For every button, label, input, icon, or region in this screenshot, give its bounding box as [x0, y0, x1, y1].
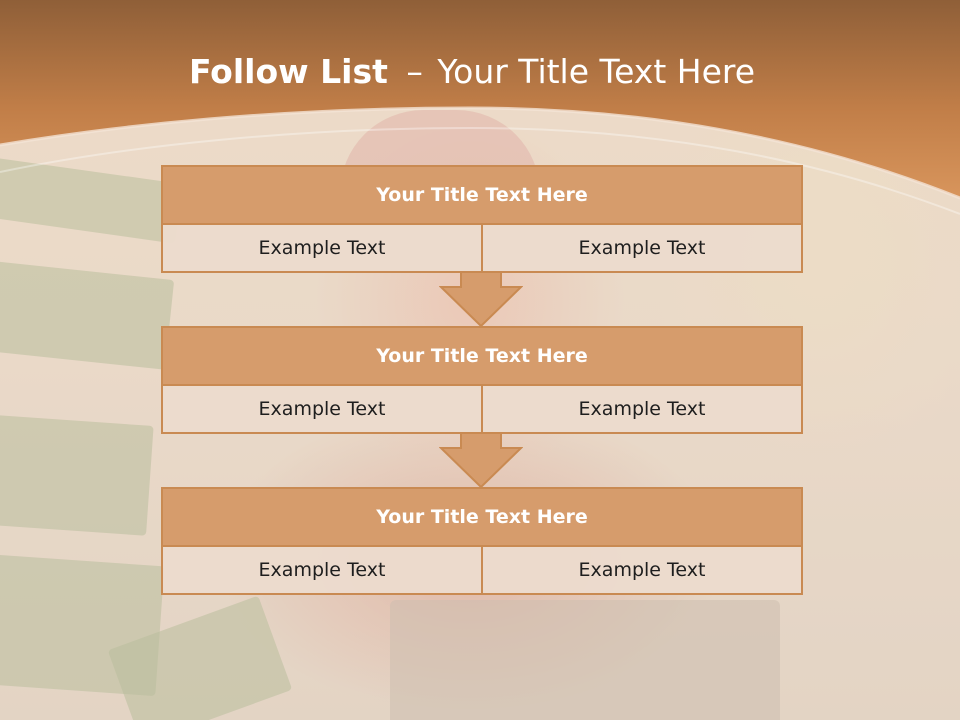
step-box-2: Your Title Text Here Example Text Exampl…: [161, 326, 803, 434]
step-row: Example Text Example Text: [163, 547, 801, 593]
title-rest: Your Title Text Here: [437, 52, 756, 91]
step-cell-right: Example Text: [481, 547, 801, 593]
step-cell-right: Example Text: [481, 225, 801, 271]
step-title: Your Title Text Here: [163, 328, 801, 386]
step-row: Example Text Example Text: [163, 386, 801, 432]
slide-title: Follow List – Your Title Text Here: [0, 52, 944, 91]
down-arrow-icon: [439, 432, 523, 488]
step-title: Your Title Text Here: [163, 167, 801, 225]
title-bold: Follow List: [188, 52, 388, 91]
down-arrow-icon: [439, 271, 523, 327]
step-box-3: Your Title Text Here Example Text Exampl…: [161, 487, 803, 595]
title-separator: –: [406, 52, 423, 91]
step-cell-left: Example Text: [258, 559, 386, 581]
header-band: [0, 0, 960, 215]
step-title: Your Title Text Here: [163, 489, 801, 547]
step-row: Example Text Example Text: [163, 225, 801, 271]
step-box-1: Your Title Text Here Example Text Exampl…: [161, 165, 803, 273]
step-cell-right: Example Text: [481, 386, 801, 432]
step-cell-left: Example Text: [258, 398, 386, 420]
step-cell-left: Example Text: [258, 237, 386, 259]
